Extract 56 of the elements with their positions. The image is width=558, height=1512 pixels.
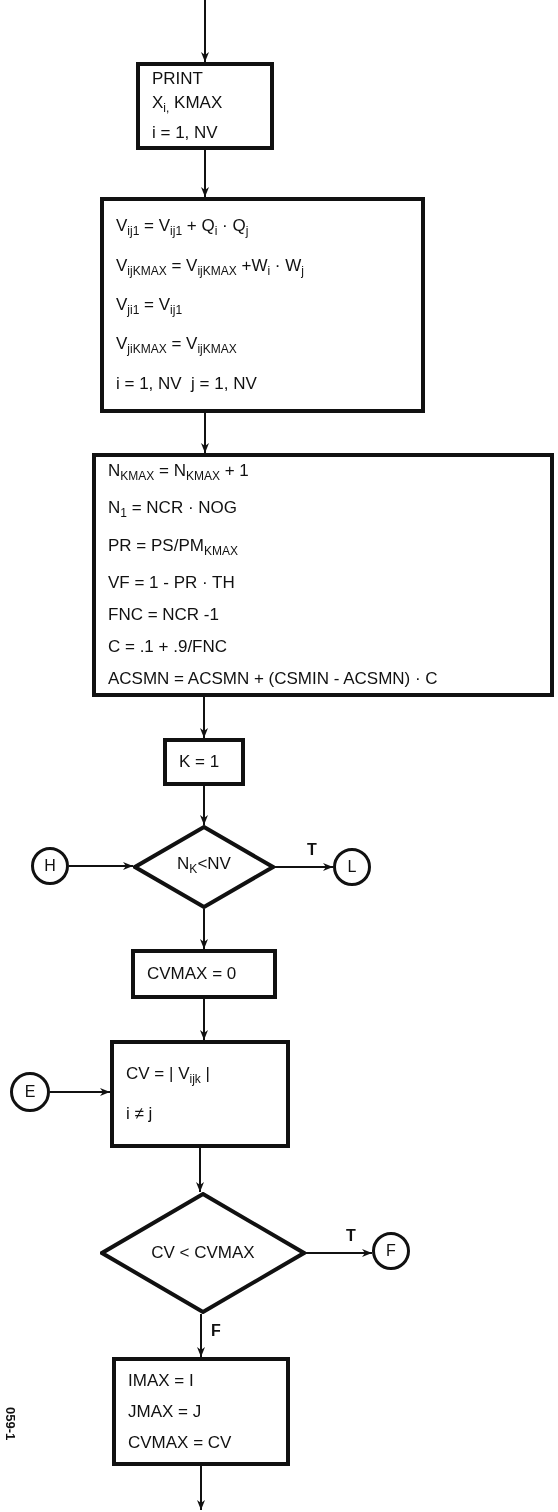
process-box	[110, 1040, 290, 1148]
arrow	[305, 1249, 373, 1257]
arrow	[201, 149, 209, 198]
formula-text: JMAX = J	[128, 1401, 202, 1423]
formula-text: C = .1 + .9/FNC	[108, 636, 228, 659]
formula-text: PR = PS/PM$_{KMAX}$	[108, 534, 238, 561]
formula-text: N$_{KMAX}$ = N$_{KMAX}$ + 1	[108, 459, 249, 486]
formula-text: V$_{ji1}$ = V$_{ij1}$	[116, 294, 183, 320]
formula-text: V$_{ijKMAX}$ = V$_{ijKMAX}$ +W$_{i}$ · W$_{j}$	[116, 254, 304, 280]
arrow	[49, 1088, 111, 1096]
connector-letter: H	[44, 856, 56, 876]
formula-text: VF = 1 - PR · TH	[108, 572, 235, 595]
arrow	[197, 1465, 205, 1511]
formula-text: X$_{i,}$ KMAX	[152, 92, 223, 118]
condition-text: N$_{K}$<NV	[177, 854, 231, 879]
formula-text: V$_{ij1}$ = V$_{ij1}$ + Q$_{i}$ · Q$_{j}$	[116, 215, 249, 241]
connector-letter: F	[386, 1241, 396, 1261]
process-box	[112, 1357, 290, 1466]
arrow	[200, 696, 208, 739]
arrow	[68, 862, 134, 870]
connector-letter: E	[24, 1082, 36, 1102]
arrow	[201, 412, 209, 454]
arrow	[200, 998, 208, 1041]
arrow	[197, 1313, 205, 1358]
condition-text: CV < CVMAX	[151, 1243, 255, 1263]
connector-circle	[372, 1232, 410, 1270]
connector-circle	[333, 848, 371, 886]
process-box	[92, 453, 554, 697]
formula-text: i = 1, NV j = 1, NV	[116, 372, 257, 395]
formula-text: V$_{jiKMAX}$ = V$_{ijKMAX}$	[116, 333, 237, 359]
process-box	[131, 949, 277, 999]
connector-circle	[31, 847, 69, 885]
arrow	[201, 0, 209, 63]
arrow	[200, 908, 208, 950]
formula-text: i = 1, NV	[152, 121, 218, 144]
formula-text: IMAX = I	[128, 1370, 194, 1392]
formula-text: CVMAX = CV	[128, 1432, 232, 1454]
formula-text: FNC = NCR -1	[108, 604, 219, 627]
arrow	[200, 785, 208, 826]
connector-letter: L	[347, 857, 357, 877]
formula-text: i ≠ j	[126, 1102, 153, 1125]
arrow	[196, 1147, 204, 1193]
formula-text: ACSMN = ACSMN + (CSMIN - ACSMN) · C	[108, 668, 438, 691]
formula-text: K = 1	[179, 751, 220, 773]
formula-text: CVMAX = 0	[147, 963, 237, 985]
arrow	[274, 863, 334, 871]
connector-circle	[10, 1072, 50, 1112]
decision-diamond	[100, 1192, 306, 1314]
process-box	[100, 197, 425, 413]
process-box	[136, 62, 274, 150]
formula-text: PRINT	[152, 68, 203, 91]
formula-text: CV = | V$_{ijk}$ |	[126, 1063, 210, 1089]
figure-number: 059-1	[3, 1407, 18, 1441]
decision-diamond	[133, 825, 275, 909]
formula-text: N$_{1}$ = NCR · NOG	[108, 497, 237, 523]
process-box	[163, 738, 245, 786]
